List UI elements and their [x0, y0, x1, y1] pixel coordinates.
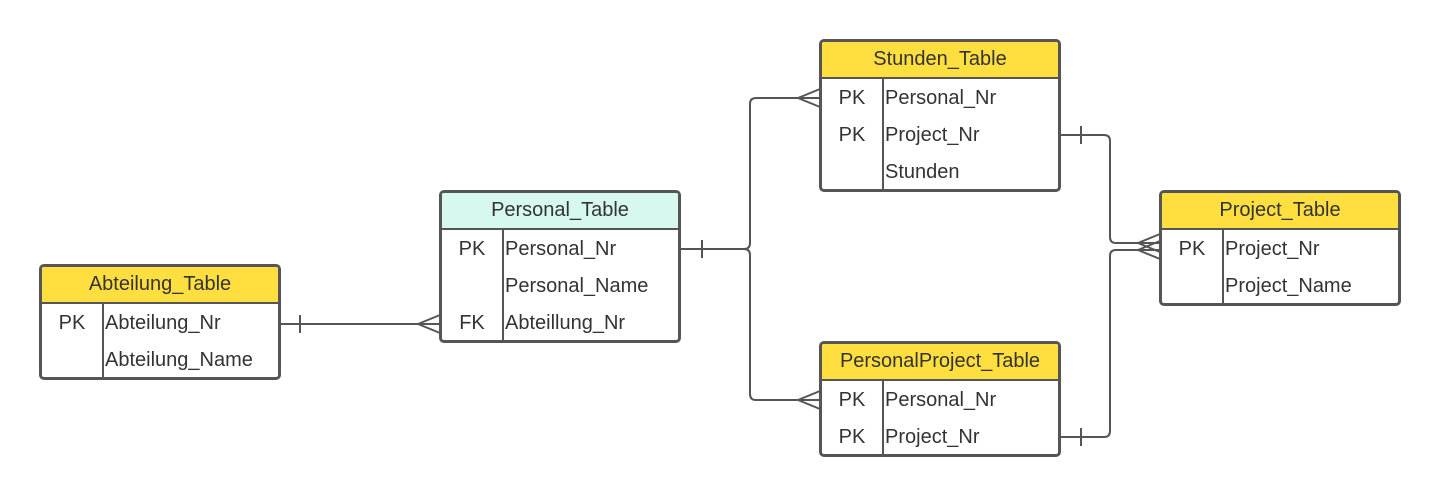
- table-row: PK Personal_Nr: [442, 232, 678, 269]
- entity-body: PK Personal_Nr Personal_Name FK Abteillu…: [442, 230, 678, 340]
- column-divider: [882, 381, 884, 454]
- table-row: Abteilung_Name: [42, 343, 278, 377]
- entity-stunden-table[interactable]: Stunden_Table PK Personal_Nr PK Project_…: [819, 39, 1061, 192]
- key-marker: PK: [838, 124, 866, 146]
- field-name: Project_Nr: [885, 426, 980, 448]
- entity-header: Stunden_Table: [822, 42, 1058, 79]
- key-marker: PK: [458, 238, 486, 260]
- field-name: Project_Nr: [1225, 238, 1320, 260]
- column-divider: [1222, 230, 1224, 303]
- entity-personal-table[interactable]: Personal_Table PK Personal_Nr Personal_N…: [439, 190, 681, 343]
- field-name: Abteillung_Nr: [505, 312, 626, 334]
- key-marker: PK: [838, 87, 866, 109]
- entity-project-table[interactable]: Project_Table PK Project_Nr Project_Name: [1159, 190, 1401, 306]
- relationship-stunden-project: [1060, 126, 1161, 253]
- entity-abteilung-table[interactable]: Abteilung_Table PK Abteilung_Nr Abteilun…: [39, 264, 281, 380]
- table-row: PK Abteilung_Nr: [42, 306, 278, 343]
- field-name: Personal_Nr: [885, 87, 997, 109]
- table-row: Stunden: [822, 155, 1058, 189]
- field-name: Abteilung_Nr: [105, 312, 221, 334]
- table-row: PK Personal_Nr: [822, 383, 1058, 420]
- entity-body: PK Personal_Nr PK Project_Nr Stunden: [822, 79, 1058, 189]
- column-divider: [882, 79, 884, 189]
- field-name: Project_Name: [1225, 275, 1352, 297]
- field-name: Stunden: [885, 161, 960, 183]
- relationship-personalproject-project: [1060, 240, 1161, 446]
- field-name: Personal_Nr: [885, 389, 997, 411]
- entity-header: Abteilung_Table: [42, 267, 278, 304]
- relationship-personal-stunden: [681, 88, 821, 258]
- key-marker: PK: [838, 426, 866, 448]
- column-divider: [102, 304, 104, 377]
- key-marker: PK: [838, 389, 866, 411]
- entity-personalproject-table[interactable]: PersonalProject_Table PK Personal_Nr PK …: [819, 341, 1061, 457]
- entity-header: Project_Table: [1162, 193, 1398, 230]
- table-row: PK Project_Nr: [822, 118, 1058, 155]
- field-name: Project_Nr: [885, 124, 980, 146]
- relationship-personal-personalproject: [743, 248, 821, 410]
- table-row: Personal_Name: [442, 269, 678, 306]
- table-row: FK Abteillung_Nr: [442, 306, 678, 340]
- key-marker: PK: [58, 312, 86, 334]
- field-name: Abteilung_Name: [105, 349, 253, 371]
- entity-body: PK Project_Nr Project_Name: [1162, 230, 1398, 303]
- entity-header: Personal_Table: [442, 193, 678, 230]
- table-row: PK Personal_Nr: [822, 81, 1058, 118]
- relationship-abteilung-personal: [281, 314, 441, 334]
- entity-header: PersonalProject_Table: [822, 344, 1058, 381]
- table-row: PK Project_Nr: [822, 420, 1058, 454]
- table-row: PK Project_Nr: [1162, 232, 1398, 269]
- table-row: Project_Name: [1162, 269, 1398, 303]
- key-marker: PK: [1178, 238, 1206, 260]
- column-divider: [502, 230, 504, 340]
- entity-body: PK Personal_Nr PK Project_Nr: [822, 381, 1058, 454]
- key-marker: FK: [459, 312, 485, 334]
- field-name: Personal_Name: [505, 275, 649, 297]
- entity-body: PK Abteilung_Nr Abteilung_Name: [42, 304, 278, 377]
- field-name: Personal_Nr: [505, 238, 617, 260]
